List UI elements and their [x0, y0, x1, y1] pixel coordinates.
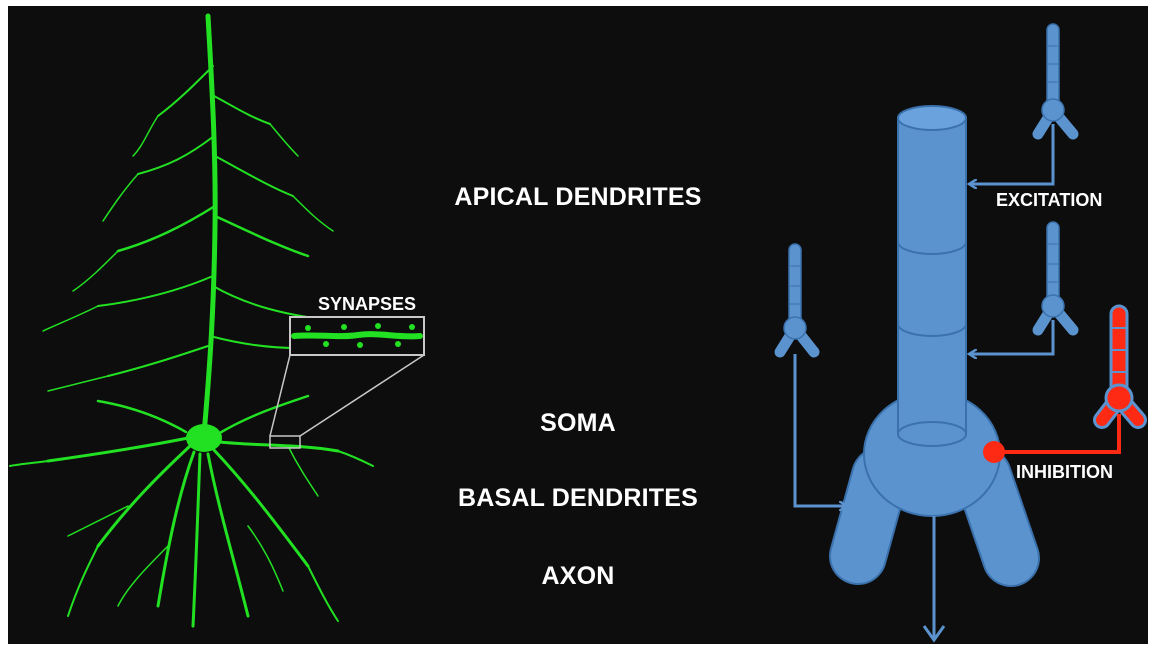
- soma-shape: [864, 392, 1000, 516]
- inhibitory-synapse-dot: [983, 441, 1005, 463]
- excitation-label: EXCITATION: [996, 190, 1102, 211]
- excitatory-neuron-middle: [1038, 222, 1073, 330]
- apical-dendrites-label: APICAL DENDRITES: [454, 183, 701, 212]
- axon-label: AXON: [541, 562, 614, 591]
- excitation-arrow-middle: [970, 320, 1053, 354]
- excitation-arrow-top: [970, 124, 1053, 184]
- synapses-label: SYNAPSES: [318, 294, 416, 315]
- excitatory-neuron-top: [1038, 24, 1073, 134]
- inhibitory-neuron: [1102, 306, 1138, 420]
- apical-dendrite-shape: [898, 106, 966, 446]
- inhibition-connection: [994, 414, 1119, 452]
- excitatory-neuron-left: [780, 244, 814, 352]
- soma-label: SOMA: [540, 409, 616, 438]
- excitation-arrow-left: [795, 354, 846, 506]
- neuron-diagram: SYNAPSES APICAL DENDRITES SOMA BASAL DEN…: [8, 6, 1148, 644]
- inhibition-label: INHIBITION: [1016, 462, 1113, 483]
- pyramidal-neuron-image: [8, 6, 448, 644]
- basal-dendrites-label: BASAL DENDRITES: [458, 484, 698, 513]
- synapse-zoom-callout: [270, 317, 424, 448]
- basal-dendrites-shape: [858, 476, 1011, 558]
